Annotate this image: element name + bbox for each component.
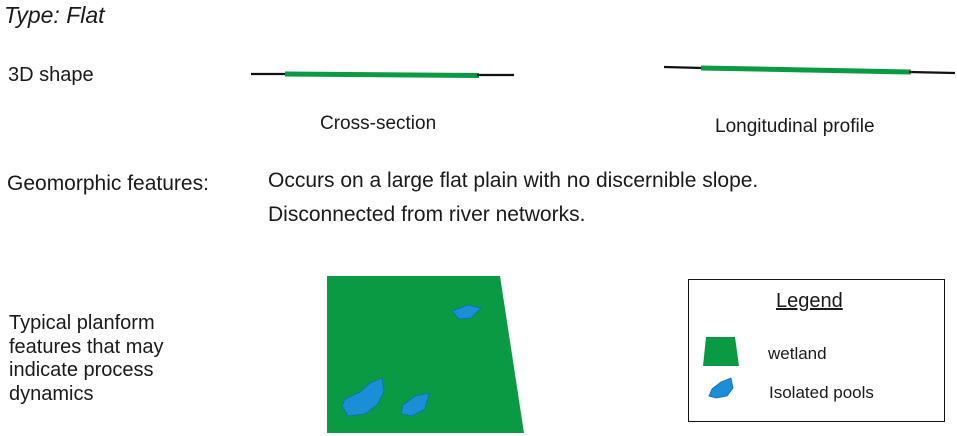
shape-section-label: 3D shape — [8, 64, 94, 86]
isolated-pool — [400, 392, 430, 417]
type-title: Type: Flat — [4, 2, 105, 28]
longitudinal-ground-left — [663, 65, 704, 70]
geomorphic-description-line2: Disconnected from river networks. — [268, 203, 586, 226]
legend-wetland-label: wetland — [768, 344, 827, 363]
planform-features-label: Typical planform features that may indic… — [9, 312, 164, 405]
longitudinal-ground-right — [908, 70, 956, 75]
legend-pools-label: Isolated pools — [769, 383, 874, 402]
isolated-pool — [341, 377, 385, 417]
isolated-pool — [451, 304, 482, 320]
legend-pool-swatch — [708, 377, 734, 399]
geomorphic-features-label: Geomorphic features: — [7, 172, 209, 195]
cross-section-label: Cross-section — [320, 113, 437, 134]
longitudinal-profile-diagram — [663, 65, 956, 75]
legend-symbols — [703, 337, 739, 399]
cross-section-wetland-line — [284, 71, 480, 78]
legend-title: Legend — [776, 290, 843, 312]
legend-wetland-swatch — [703, 337, 739, 366]
geomorphic-description-line1: Occurs on a large flat plain with no dis… — [268, 169, 759, 192]
cross-section-diagram — [251, 71, 514, 78]
longitudinal-wetland-line — [700, 65, 912, 75]
legend-box — [688, 279, 945, 422]
longitudinal-profile-label: Longitudinal profile — [715, 116, 875, 137]
planform-map — [327, 276, 524, 433]
